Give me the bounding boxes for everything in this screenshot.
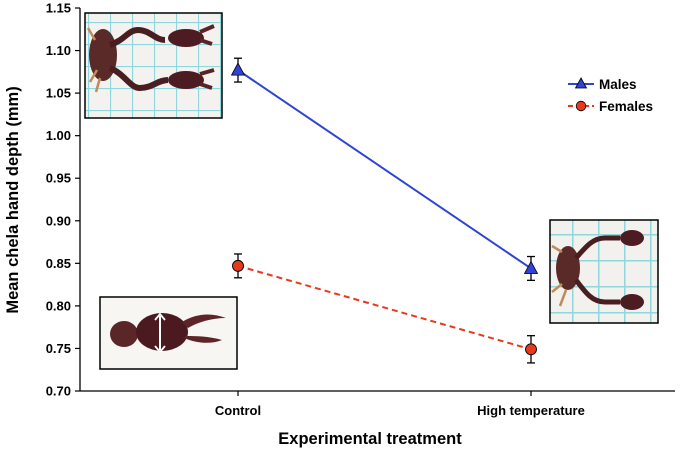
axes [79, 8, 675, 392]
y-tick-label: 0.70 [46, 384, 71, 399]
series-layer [230, 57, 539, 364]
series-females [232, 253, 537, 364]
series-line [237, 264, 532, 351]
pseudoscorpion-icon [86, 24, 215, 93]
x-tick-label: High temperature [477, 403, 585, 418]
y-axis-title: Mean chela hand depth (mm) [4, 86, 22, 313]
y-tick-label: 1.05 [46, 86, 71, 101]
inset-photo-right [549, 219, 659, 324]
y-ticks: 0.70 0.75 0.80 0.85 0.90 0.95 1.00 1.05 1.10 1.15 [46, 1, 80, 399]
x-ticks: Control High temperature [215, 391, 585, 418]
y-tick-label: 0.95 [46, 171, 71, 186]
x-axis-title: Experimental treatment [278, 430, 462, 448]
y-tick-label: 0.90 [46, 213, 71, 228]
legend-marker [575, 100, 587, 112]
y-tick-label: 1.15 [46, 1, 71, 16]
inset-photo-bottom-left [99, 296, 238, 370]
chela-hand-icon [110, 312, 226, 354]
x-tick-label: Control [215, 403, 261, 418]
inset-photo-top-left [84, 12, 223, 119]
legend-marker [574, 77, 588, 89]
y-tick-label: 0.80 [46, 298, 71, 313]
legend-label: Males [599, 77, 637, 92]
legend-label: Females [599, 99, 653, 114]
series-males [230, 57, 539, 282]
data-point [523, 260, 539, 274]
data-point [230, 62, 246, 76]
y-tick-label: 0.85 [46, 256, 71, 271]
pseudoscorpion-icon-2 [551, 230, 644, 310]
series-line [237, 69, 532, 270]
data-point [525, 343, 537, 356]
y-tick-label: 1.10 [46, 43, 71, 58]
y-tick-label: 0.75 [46, 341, 71, 356]
data-point [232, 259, 244, 272]
y-tick-label: 1.00 [46, 128, 71, 143]
